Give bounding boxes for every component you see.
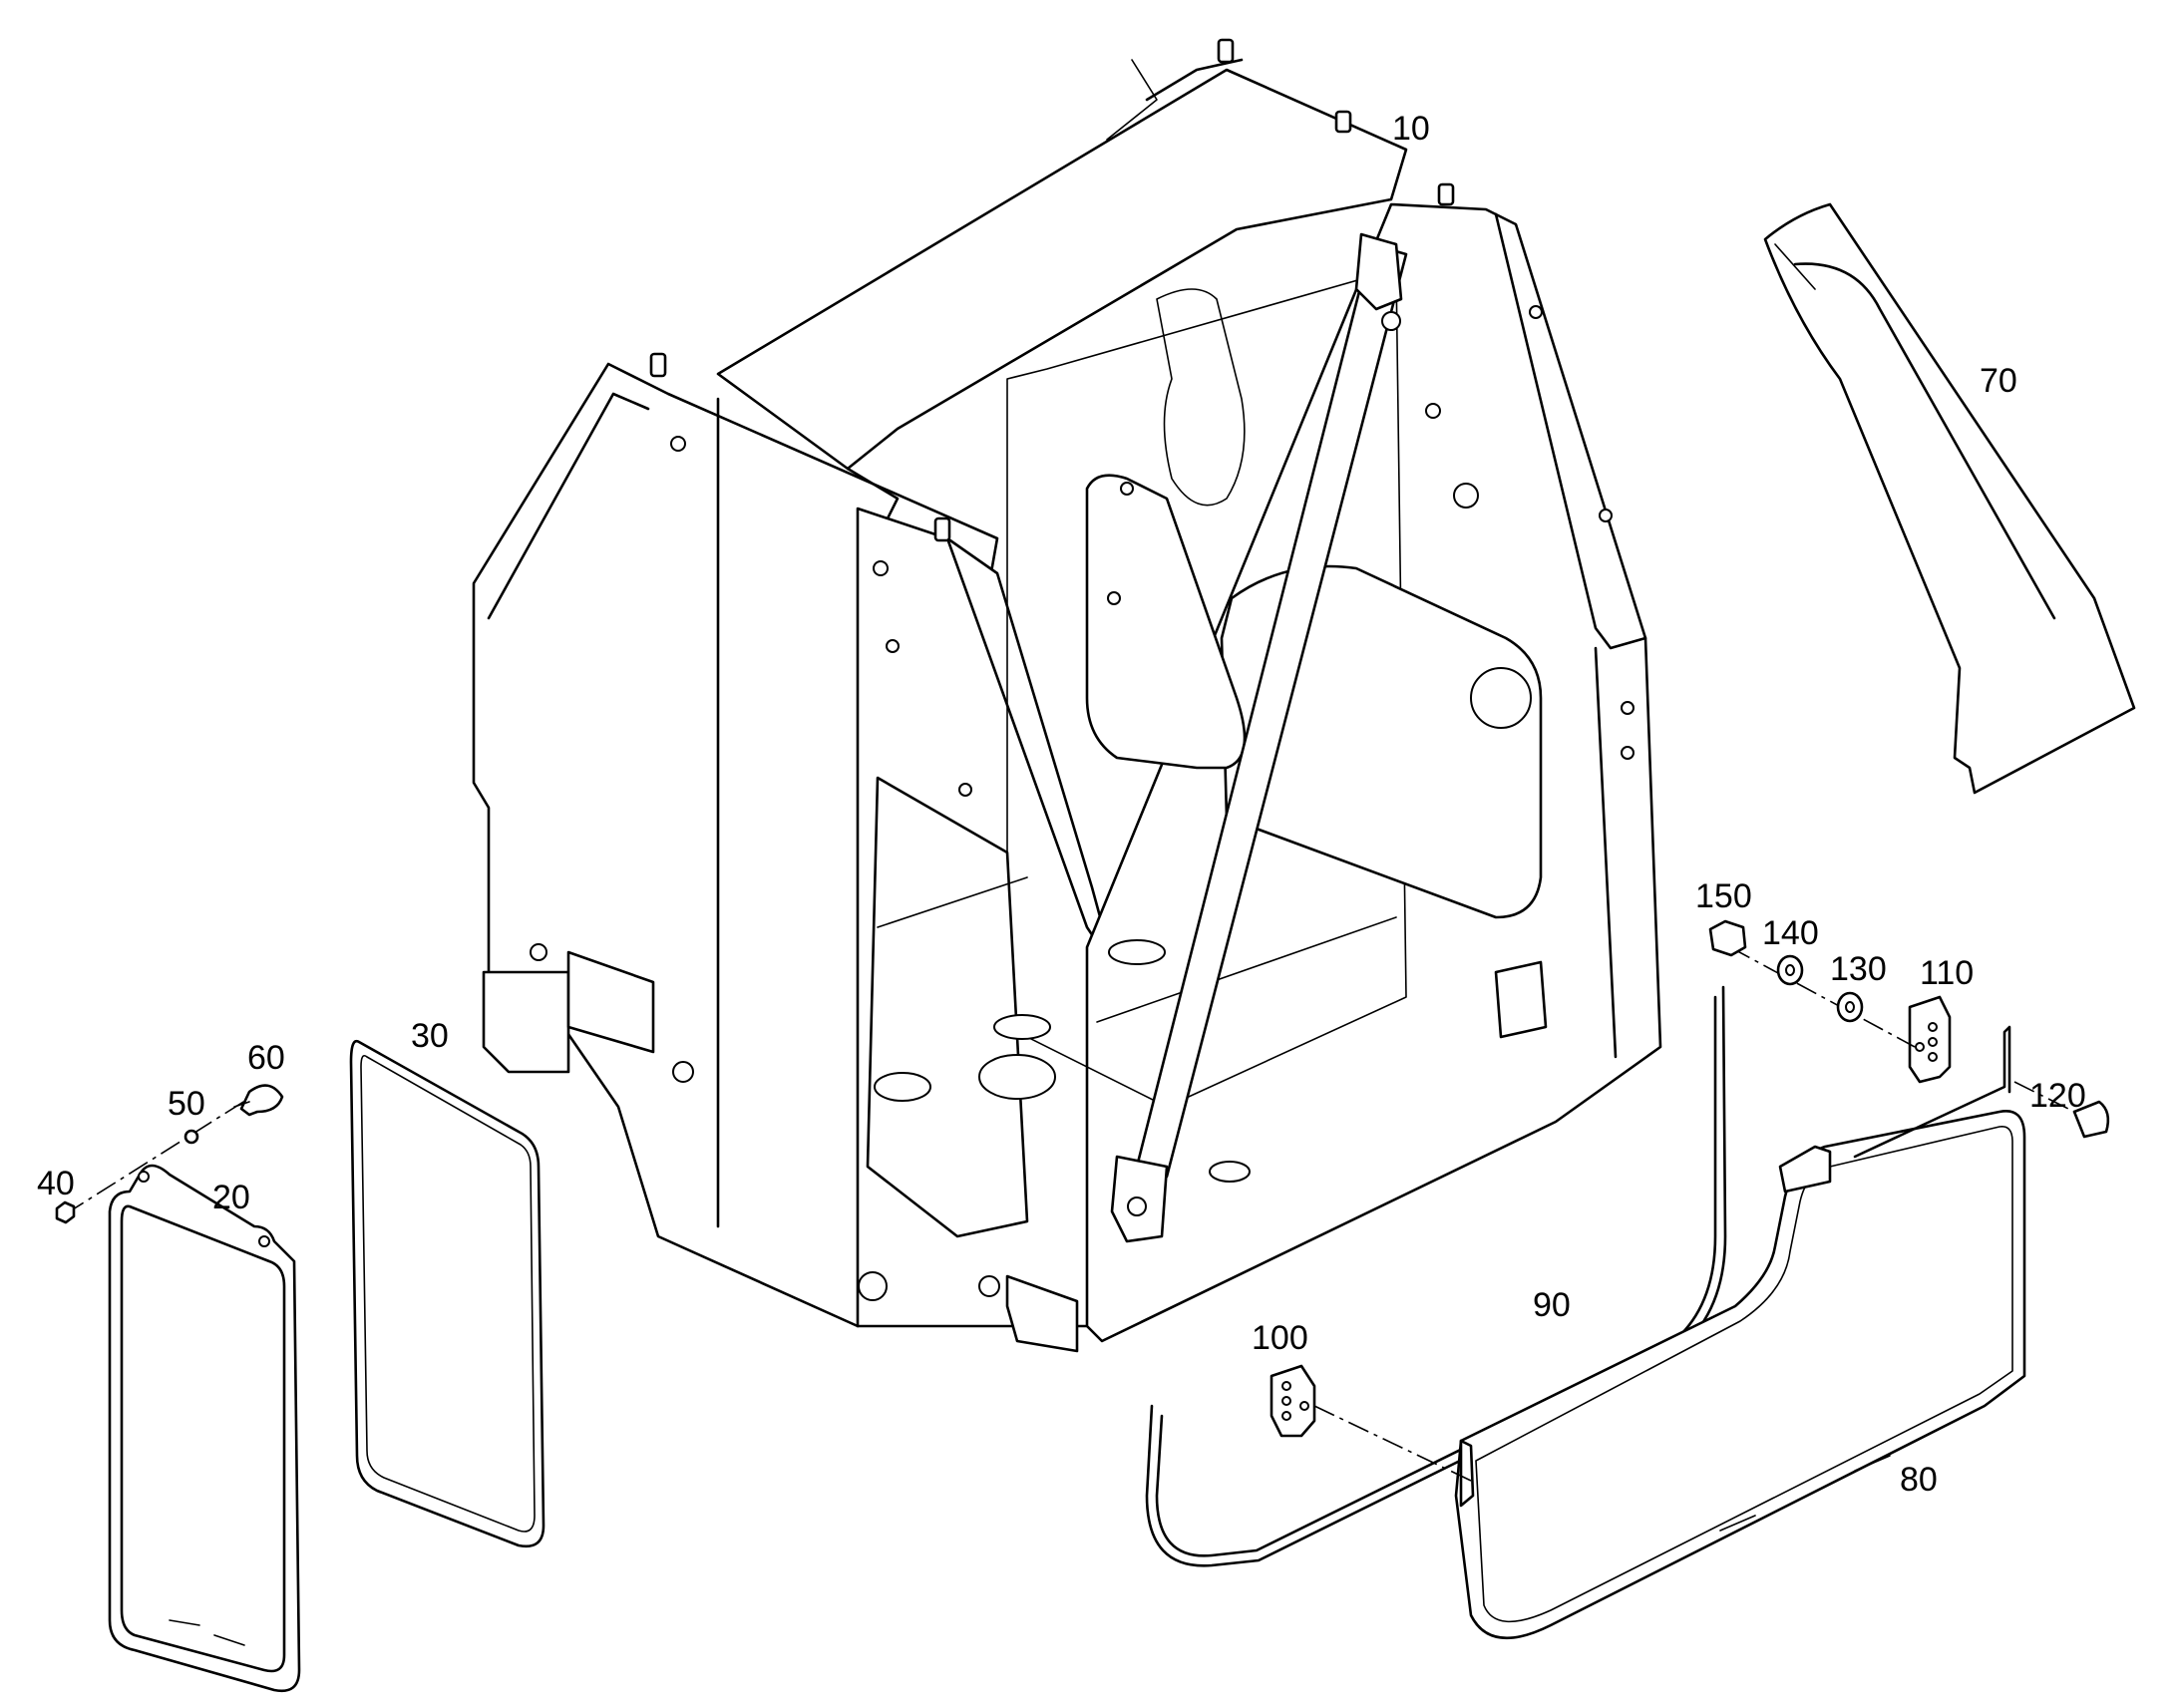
label-30: 30 — [411, 1017, 449, 1055]
part-110-bracket — [1908, 995, 1952, 1084]
label-90: 90 — [1533, 1286, 1571, 1324]
label-10: 10 — [1392, 110, 1430, 148]
label-60: 60 — [247, 1039, 285, 1077]
label-20: 20 — [212, 1179, 250, 1216]
label-120: 120 — [2029, 1077, 2086, 1115]
label-70: 70 — [1980, 362, 2017, 400]
label-130: 130 — [1830, 950, 1887, 988]
part-30-seal — [349, 1039, 545, 1548]
label-110: 110 — [1920, 954, 1974, 992]
label-140: 140 — [1762, 914, 1819, 952]
part-20-window-cover — [108, 1164, 301, 1693]
label-150: 150 — [1695, 877, 1752, 915]
fasteners-120-150 — [1708, 919, 2110, 1139]
label-80: 80 — [1900, 1461, 1938, 1499]
part-80-lower-panel — [1454, 1025, 2026, 1640]
label-50: 50 — [168, 1085, 205, 1123]
callout-labels: 10 20 30 40 50 60 70 80 90 100 110 120 1… — [37, 110, 2086, 1499]
label-40: 40 — [37, 1165, 75, 1202]
part-70-fender-panel — [1763, 202, 2136, 795]
fasteners-40-50-60 — [55, 1084, 284, 1224]
part-100-bracket — [1270, 1364, 1472, 1482]
label-100: 100 — [1252, 1319, 1308, 1357]
part-10-main-frame — [472, 38, 1662, 1353]
